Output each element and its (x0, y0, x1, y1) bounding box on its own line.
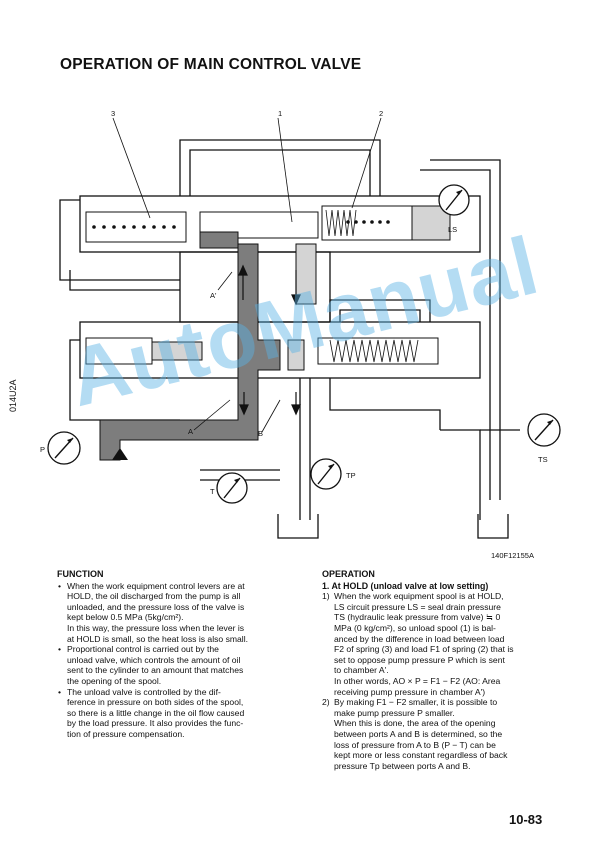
text-line: loss of pressure from A to B (P − T) can… (334, 739, 496, 750)
operation-item: 1) When the work equipment spool is at H… (322, 591, 558, 697)
item-number: 2) (322, 697, 330, 708)
text-line: by the load pressure. It also provides t… (67, 718, 244, 729)
text-line: When the work equipment control levers a… (67, 580, 245, 591)
text-line: ference in pressure on both sides of the… (67, 697, 244, 708)
text-line: In this way, the pressure loss when the … (67, 622, 245, 633)
text-line: receiving pump pressure in chamber A') (334, 686, 486, 697)
text-line: sent to the cylinder to an amount that m… (67, 665, 244, 676)
text-line: The unload valve is controlled by the di… (67, 686, 221, 697)
text-line: between ports A and B is determined, so … (334, 728, 503, 739)
text-line: pressure Tp between ports A and B. (334, 760, 471, 771)
label-ls: LS (448, 225, 457, 234)
text-line: unload valve, which controls the amount … (67, 654, 241, 665)
label-b: B (258, 429, 263, 438)
hydraulic-diagram: 1 2 3 A' A B LS TS TP T P (40, 109, 561, 539)
label-a: A (188, 427, 193, 436)
text-line: When this is done, the area of the openi… (334, 718, 496, 729)
label-2: 2 (379, 109, 383, 118)
text-line: at HOLD is small, so the heat loss is al… (67, 633, 249, 644)
page-number: 10-83 (509, 812, 543, 827)
operation-heading: OPERATION (322, 569, 375, 579)
text-line: to chamber A'. (334, 665, 389, 676)
label-tp: TP (346, 471, 356, 480)
operation-item: 2) By making F1 − F2 smaller, it is poss… (322, 697, 558, 771)
operation-subheading: 1. At HOLD (unload valve at low setting) (322, 580, 489, 591)
text-line: When the work equipment spool is at HOLD… (334, 591, 504, 602)
label-a-prime: A' (210, 291, 217, 300)
label-ts: TS (538, 455, 548, 464)
text-line: tion of pressure compensation. (67, 728, 185, 739)
text-line: HOLD, the oil discharged from the pump i… (67, 591, 241, 602)
figure-code: 140F12155A (491, 551, 534, 560)
function-bullet: When the work equipment control levers a… (58, 580, 289, 645)
text-line: make pump pressure P smaller. (334, 707, 455, 718)
function-bullet: Proportional control is carried out by t… (58, 644, 289, 686)
text-line: TS (hydraulic leak pressure from valve) … (334, 612, 501, 623)
text-line: Proportional control is carried out by t… (67, 644, 219, 655)
text-line: the opening of the spool. (67, 675, 162, 686)
text-line: anced by the difference in load between … (334, 633, 505, 644)
text-line: kept below 0.5 MPa (5kg/cm²). (67, 612, 184, 623)
text-line: F2 of spring (3) and load F1 of spring (… (334, 644, 514, 655)
text-line: set to oppose pump pressure P which is s… (334, 654, 505, 665)
text-line: MPa (0 kg/cm²), so unload spool (1) is b… (334, 622, 496, 633)
text-line: so there is a little change in the oil f… (67, 707, 245, 718)
text-line: In other words, AO × P = F1 − F2 (AO: Ar… (334, 675, 501, 686)
item-number: 1) (322, 591, 330, 602)
text-line: LS circuit pressure LS = seal drain pres… (334, 601, 501, 612)
function-section: FUNCTION When the work equipment control… (57, 569, 289, 740)
function-bullet: The unload valve is controlled by the di… (58, 686, 289, 740)
text-line: unloaded, and the pressure loss of the v… (67, 601, 245, 612)
function-heading: FUNCTION (57, 569, 104, 579)
operation-section: OPERATION 1. At HOLD (unload valve at lo… (322, 569, 558, 771)
text-line: kept more or less constant regardless of… (334, 750, 508, 761)
label-3: 3 (111, 109, 115, 118)
label-1: 1 (278, 109, 282, 118)
page-title: OPERATION OF MAIN CONTROL VALVE (60, 56, 362, 73)
label-t: T (210, 487, 215, 496)
label-p: P (40, 445, 45, 454)
text-line: By making F1 − F2 smaller, it is possibl… (334, 697, 498, 708)
